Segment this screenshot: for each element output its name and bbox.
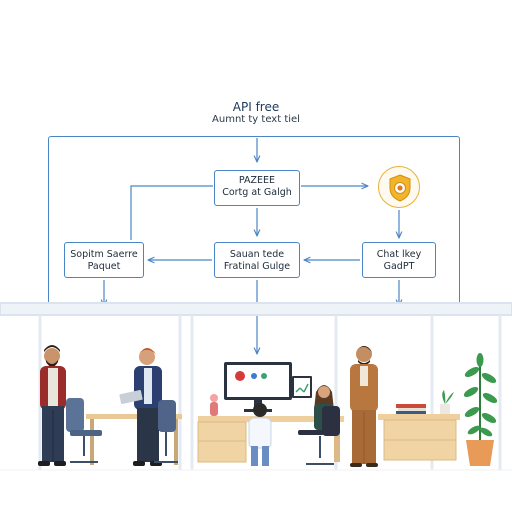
person-laptop-icon [119,348,162,466]
node-mid-line1: Sauan tede [229,249,285,260]
window-frames [0,302,512,316]
office-chair-middle [154,400,178,463]
plant-icon [463,353,498,466]
node-left-line2: Paquet [87,261,121,272]
shield-coin-icon [378,166,420,208]
node-top: PAZEEE Cortg at Galgh [214,170,300,206]
vase-icon [210,394,218,416]
node-mid: Sauan tede Fratinal Gulge [214,242,300,278]
node-left-line1: Sopitm Saerre [70,249,138,260]
books-icon [396,404,426,414]
woman-at-desk-icon [298,385,340,465]
office-scene [0,302,512,471]
node-right-line2: GadPT [383,261,415,272]
node-top-line2: Cortg at Galgh [222,187,292,198]
right-desk [378,414,460,461]
node-right-line1: Chat lkey [376,249,422,260]
left-desk [86,414,182,465]
standing-man-icon [350,346,378,467]
child-icon [248,403,272,466]
person-bearded-icon [38,345,66,466]
node-mid-line2: Fratinal Gulge [223,261,291,272]
node-left: Sopitm Saerre Paquet [64,242,144,278]
node-right: Chat lkey GadPT [362,242,436,278]
office-chair-left [66,398,102,463]
small-monitor-icon [292,376,312,398]
center-desk [197,416,344,463]
page-title: API free [232,100,280,114]
node-top-line1: PAZEEE [238,175,276,186]
small-plant-icon [440,390,454,414]
diagram-frame [48,136,460,312]
page-subtitle: Aumnt ty text tiel [212,114,300,125]
monitor-icon [224,362,292,412]
